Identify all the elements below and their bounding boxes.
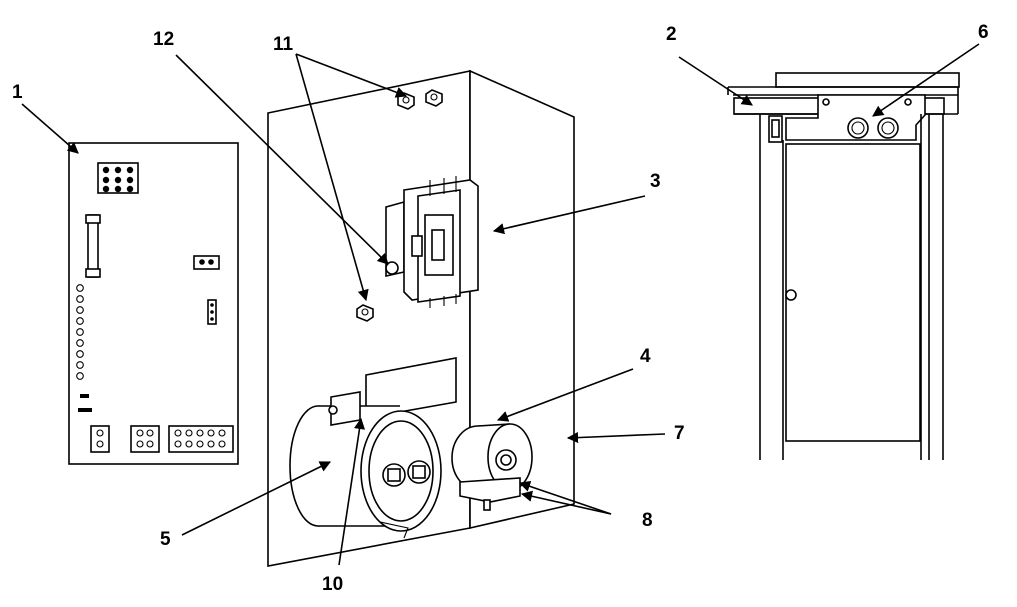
contactor [385,176,479,308]
control-board [68,142,239,465]
callout-1: 1 [12,82,23,103]
callout-4: 4 [640,346,651,367]
callout-3: 3 [650,171,661,192]
callout-12: 12 [153,29,174,50]
board-terminal-4pin [130,425,160,453]
board-fuse [85,214,101,278]
access-door [785,143,921,442]
capacitor [289,391,442,539]
screw-lower [356,304,374,322]
callout-2: 2 [666,24,677,45]
board-jumper [193,255,220,270]
board-terminal-10pin [168,425,234,453]
callout-labels: 1 2 3 4 5 6 7 8 10 11 12 [12,22,989,595]
callout-11: 11 [273,34,294,55]
callout-6: 6 [978,22,989,43]
board-header [207,299,217,325]
board-terminal-2pin [90,425,110,453]
panel-label-plate [365,357,457,419]
callout-5: 5 [160,529,171,550]
unit-front-view [727,72,960,460]
callout-10: 10 [322,574,343,595]
callout-7: 7 [674,423,685,444]
leader-lines [21,43,980,566]
callout-8: 8 [642,510,653,531]
board-led-column [76,284,84,380]
board-connector-top [97,162,139,194]
relay-device [451,423,533,511]
